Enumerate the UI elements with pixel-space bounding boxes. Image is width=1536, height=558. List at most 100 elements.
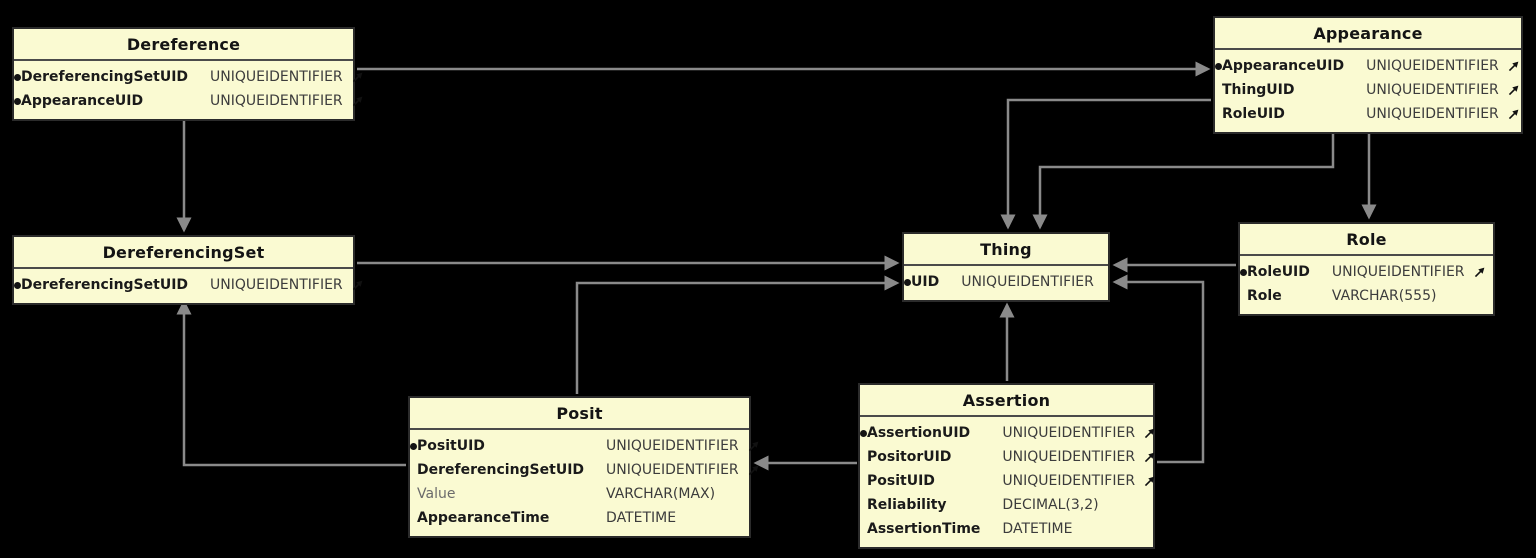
entity-table-role[interactable]: Role RoleUID UNIQUEIDENTIFIER Role VARCH… xyxy=(1238,222,1495,316)
foreign-key-arrow-icon xyxy=(747,458,772,482)
column-name: RoleUID xyxy=(1247,264,1310,280)
column-type: VARCHAR(555) xyxy=(1331,288,1437,304)
table-column-row: PositorUID UNIQUEIDENTIFIER xyxy=(860,445,1168,469)
foreign-key-arrow-icon xyxy=(1507,78,1532,102)
table-column-list: UID UNIQUEIDENTIFIER xyxy=(904,270,1114,294)
table-column-row: RoleUID UNIQUEIDENTIFIER xyxy=(1240,260,1498,284)
column-type: UNIQUEIDENTIFIER xyxy=(1002,473,1136,489)
primary-key-bullet-icon xyxy=(410,434,417,458)
primary-key-bullet-icon xyxy=(1215,102,1222,126)
table-column-row: DereferencingSetUID UNIQUEIDENTIFIER xyxy=(14,273,376,297)
column-name: AppearanceTime xyxy=(417,510,550,526)
primary-key-bullet-icon xyxy=(1215,54,1222,78)
column-name: AssertionUID xyxy=(867,425,971,441)
primary-key-bullet-icon xyxy=(1240,284,1247,308)
table-title: Appearance xyxy=(1215,18,1521,50)
column-name: DereferencingSetUID xyxy=(21,69,189,85)
entity-table-dereference[interactable]: Dereference DereferencingSetUID UNIQUEID… xyxy=(12,27,363,121)
foreign-key-arrow-icon xyxy=(351,65,376,89)
primary-key-bullet-icon xyxy=(860,445,867,469)
column-type: UNIQUEIDENTIFIER xyxy=(606,438,739,454)
entity-table-appearance[interactable]: Appearance AppearanceUID UNIQUEIDENTIFIE… xyxy=(1213,16,1523,134)
table-column-row: UID UNIQUEIDENTIFIER xyxy=(904,270,1114,294)
foreign-key-arrow-icon xyxy=(1507,54,1532,78)
column-type: UNIQUEIDENTIFIER xyxy=(606,462,739,478)
table-title: Posit xyxy=(410,398,749,430)
column-name: RoleUID xyxy=(1222,106,1285,122)
column-name: Reliability xyxy=(867,497,947,513)
primary-key-bullet-icon xyxy=(1215,78,1222,102)
column-name: PositorUID xyxy=(867,449,952,465)
column-type: UNIQUEIDENTIFIER xyxy=(1366,58,1499,74)
primary-key-bullet-icon xyxy=(904,270,911,294)
column-type: UNIQUEIDENTIFIER xyxy=(210,277,343,293)
column-name: AssertionTime xyxy=(867,521,981,537)
column-name: AppearanceUID xyxy=(21,93,144,109)
foreign-key-arrow-icon xyxy=(747,482,772,506)
column-type: DECIMAL(3,2) xyxy=(1002,497,1099,513)
table-title: Assertion xyxy=(860,385,1153,417)
foreign-key-arrow-icon xyxy=(747,434,772,458)
primary-key-bullet-icon xyxy=(410,482,417,506)
column-type: UNIQUEIDENTIFIER xyxy=(1366,82,1499,98)
entity-table-dereferencingset[interactable]: DereferencingSet DereferencingSetUID UNI… xyxy=(12,235,363,305)
primary-key-bullet-icon xyxy=(860,469,867,493)
column-type: UNIQUEIDENTIFIER xyxy=(1002,425,1136,441)
table-column-row: Reliability DECIMAL(3,2) xyxy=(860,493,1168,517)
primary-key-bullet-icon xyxy=(860,493,867,517)
column-name: PositUID xyxy=(867,473,935,489)
table-column-list: RoleUID UNIQUEIDENTIFIER Role VARCHAR(55… xyxy=(1240,260,1498,308)
column-type: UNIQUEIDENTIFIER xyxy=(210,93,343,109)
table-column-row: PositUID UNIQUEIDENTIFIER xyxy=(860,469,1168,493)
table-column-row: ThingUID UNIQUEIDENTIFIER xyxy=(1215,78,1532,102)
foreign-key-arrow-icon xyxy=(747,506,772,530)
primary-key-bullet-icon xyxy=(14,89,21,113)
foreign-key-arrow-icon xyxy=(1143,517,1168,541)
foreign-key-arrow-icon xyxy=(1473,260,1498,284)
table-column-row: Value VARCHAR(MAX) xyxy=(410,482,772,506)
column-type: VARCHAR(MAX) xyxy=(606,486,716,502)
table-title: Dereference xyxy=(14,29,353,61)
table-column-row: AssertionUID UNIQUEIDENTIFIER xyxy=(860,421,1168,445)
foreign-key-arrow-icon xyxy=(1143,469,1168,493)
entity-table-thing[interactable]: Thing UID UNIQUEIDENTIFIER xyxy=(902,232,1110,302)
table-column-row: DereferencingSetUID UNIQUEIDENTIFIER xyxy=(14,65,376,89)
foreign-key-arrow-icon xyxy=(1102,270,1114,294)
foreign-key-arrow-icon xyxy=(351,89,376,113)
connector-appearance-to-thing xyxy=(1032,124,1335,230)
table-column-row: AssertionTime DATETIME xyxy=(860,517,1168,541)
column-name: Role xyxy=(1247,288,1282,304)
table-title: Thing xyxy=(904,234,1108,266)
primary-key-bullet-icon xyxy=(14,273,21,297)
table-column-list: AssertionUID UNIQUEIDENTIFIER PositorUID… xyxy=(860,421,1168,541)
table-title: Role xyxy=(1240,224,1493,256)
table-column-list: DereferencingSetUID UNIQUEIDENTIFIER xyxy=(14,273,376,297)
column-type: UNIQUEIDENTIFIER xyxy=(1366,106,1499,122)
foreign-key-arrow-icon xyxy=(1143,493,1168,517)
table-column-list: PositUID UNIQUEIDENTIFIER DereferencingS… xyxy=(410,434,772,530)
primary-key-bullet-icon xyxy=(860,421,867,445)
column-name: AppearanceUID xyxy=(1222,58,1345,74)
table-title: DereferencingSet xyxy=(14,237,353,269)
column-name: Value xyxy=(417,486,456,502)
column-name: DereferencingSetUID xyxy=(21,277,189,293)
table-column-list: AppearanceUID UNIQUEIDENTIFIER ThingUID … xyxy=(1215,54,1532,126)
entity-table-assertion[interactable]: Assertion AssertionUID UNIQUEIDENTIFIER … xyxy=(858,383,1155,549)
column-name: UID xyxy=(911,274,940,290)
table-column-row: PositUID UNIQUEIDENTIFIER xyxy=(410,434,772,458)
foreign-key-arrow-icon xyxy=(1473,284,1498,308)
table-column-row: AppearanceUID UNIQUEIDENTIFIER xyxy=(14,89,376,113)
primary-key-bullet-icon xyxy=(410,458,417,482)
column-type: UNIQUEIDENTIFIER xyxy=(210,69,343,85)
connector-posit-to-thing xyxy=(575,275,900,394)
entity-table-posit[interactable]: Posit PositUID UNIQUEIDENTIFIER Derefere… xyxy=(408,396,759,538)
table-column-row: RoleUID UNIQUEIDENTIFIER xyxy=(1215,102,1532,126)
foreign-key-arrow-icon xyxy=(1143,445,1168,469)
column-type: UNIQUEIDENTIFIER xyxy=(1002,449,1136,465)
column-name: ThingUID xyxy=(1222,82,1295,98)
table-column-row: DereferencingSetUID UNIQUEIDENTIFIER xyxy=(410,458,772,482)
column-name: PositUID xyxy=(417,438,485,454)
table-column-row: Role VARCHAR(555) xyxy=(1240,284,1498,308)
